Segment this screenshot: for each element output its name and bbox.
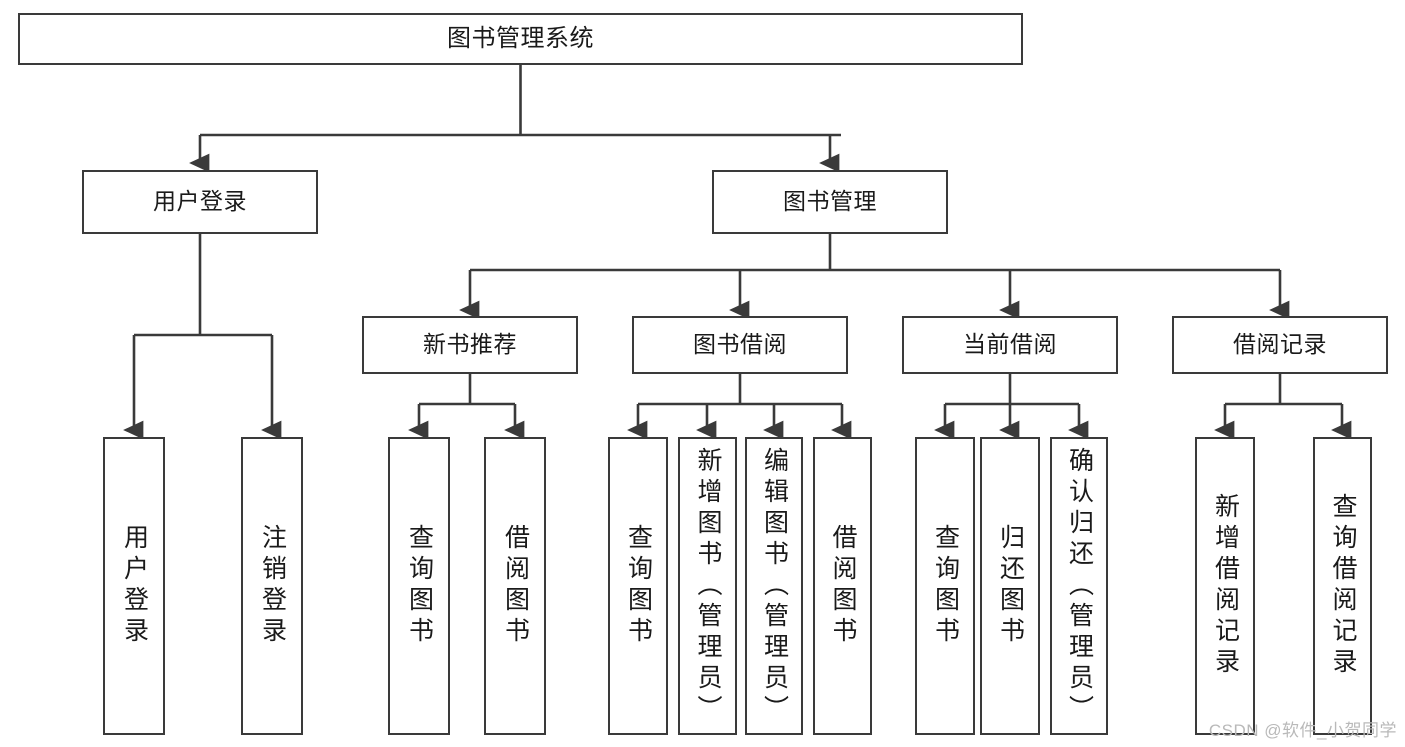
leaf-query-book-borrow-label: 查询图书 [624, 524, 653, 648]
leaf-borrow-book-recommend-label: 借阅图书 [501, 524, 530, 648]
leaf-add-book-admin-label: 新增图书（管理员） [694, 446, 722, 726]
node-book-borrow[interactable]: 图书借阅 [632, 316, 848, 374]
node-book-borrow-label: 图书借阅 [693, 331, 787, 358]
leaf-return-book[interactable]: 归还图书 [980, 437, 1040, 735]
leaf-query-book-recommend-label: 查询图书 [405, 524, 434, 648]
leaf-borrow-book-recommend[interactable]: 借阅图书 [484, 437, 546, 735]
leaf-edit-book-admin-label: 编辑图书（管理员） [760, 446, 789, 726]
leaf-user-logout-label: 注销登录 [258, 524, 287, 648]
leaf-edit-book-admin[interactable]: 编辑图书（管理员） [745, 437, 803, 735]
leaf-query-borrow-record-label: 查询借阅记录 [1329, 493, 1357, 679]
node-current-borrow[interactable]: 当前借阅 [902, 316, 1118, 374]
node-current-borrow-label: 当前借阅 [963, 331, 1057, 358]
leaf-add-borrow-record[interactable]: 新增借阅记录 [1195, 437, 1255, 735]
node-user-login-label: 用户登录 [153, 188, 247, 215]
node-book-manage[interactable]: 图书管理 [712, 170, 948, 234]
node-borrow-record[interactable]: 借阅记录 [1172, 316, 1388, 374]
leaf-query-book-recommend[interactable]: 查询图书 [388, 437, 450, 735]
node-root-label: 图书管理系统 [447, 24, 594, 52]
node-new-book-recommend-label: 新书推荐 [423, 331, 517, 358]
node-root[interactable]: 图书管理系统 [18, 13, 1023, 65]
leaf-borrow-book-borrow[interactable]: 借阅图书 [813, 437, 872, 735]
leaf-query-borrow-record[interactable]: 查询借阅记录 [1313, 437, 1372, 735]
leaf-borrow-book-borrow-label: 借阅图书 [829, 524, 857, 648]
leaf-query-book-current-label: 查询图书 [931, 524, 960, 648]
leaf-query-book-borrow[interactable]: 查询图书 [608, 437, 668, 735]
leaf-return-book-label: 归还图书 [996, 524, 1025, 648]
leaf-user-login[interactable]: 用户登录 [103, 437, 165, 735]
leaf-user-login-label: 用户登录 [120, 524, 149, 648]
leaf-query-book-current[interactable]: 查询图书 [915, 437, 975, 735]
leaf-add-book-admin[interactable]: 新增图书（管理员） [678, 437, 737, 735]
leaf-add-borrow-record-label: 新增借阅记录 [1211, 493, 1240, 679]
csdn-watermark: CSDN @软件_小贺同学 [1208, 721, 1397, 740]
node-borrow-record-label: 借阅记录 [1233, 331, 1327, 358]
node-user-login[interactable]: 用户登录 [82, 170, 318, 234]
leaf-user-logout[interactable]: 注销登录 [241, 437, 303, 735]
node-book-manage-label: 图书管理 [783, 188, 877, 215]
node-new-book-recommend[interactable]: 新书推荐 [362, 316, 578, 374]
leaf-confirm-return-admin[interactable]: 确认归还（管理员） [1050, 437, 1108, 735]
leaf-confirm-return-admin-label: 确认归还（管理员） [1065, 446, 1094, 726]
